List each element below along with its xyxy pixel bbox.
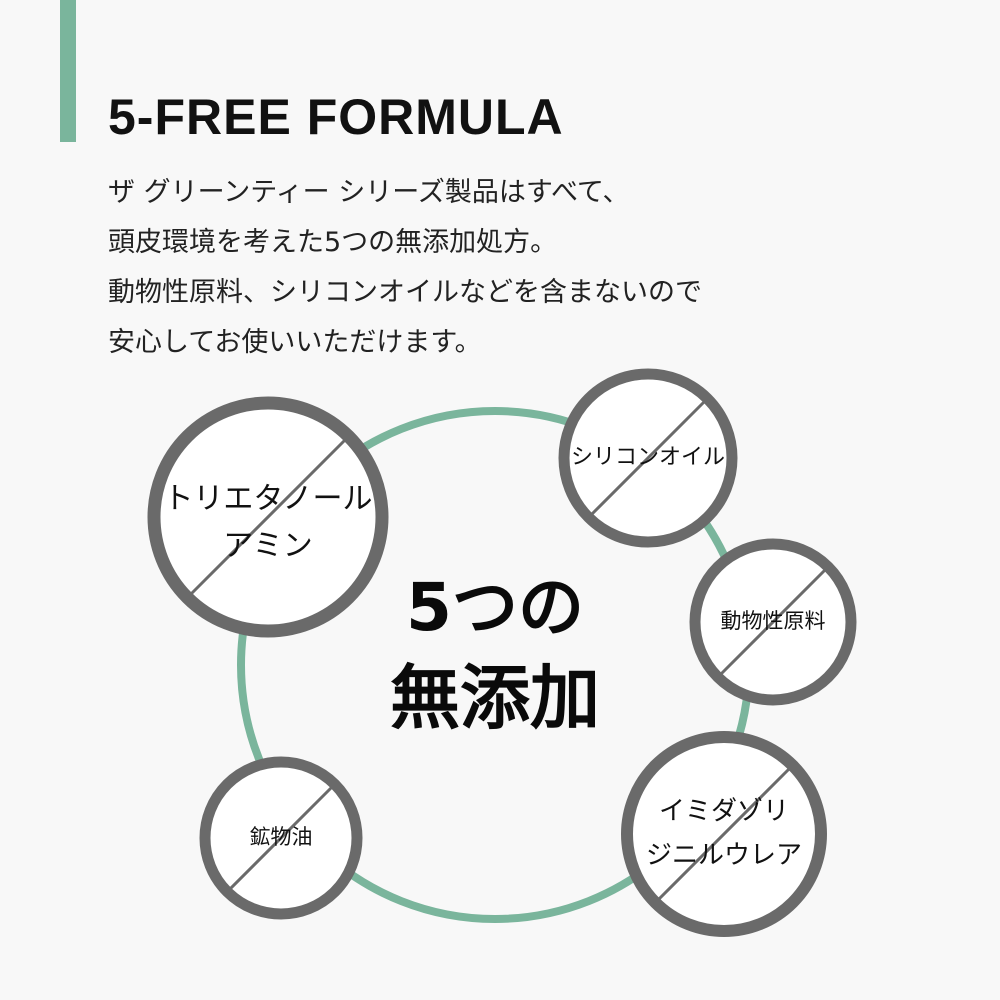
description-line: 頭皮環境を考えた5つの無添加処方。 [108, 227, 558, 258]
badge-label-line-2: アミン [223, 529, 312, 564]
accent-bar [60, 0, 76, 142]
badge-silicone-oil: シリコンオイル [558, 368, 738, 548]
page-title: 5-FREE FORMULA [108, 89, 564, 145]
badge-label-line-1: 動物性原料 [721, 609, 826, 633]
center-title-line-1: 5つの [406, 569, 584, 646]
badge-label-line-1: イミダゾリ [659, 797, 789, 827]
description-line: 安心してお使いいただけます。 [108, 327, 482, 358]
badge-triethanolamine: トリエタノール アミン [147, 396, 389, 638]
badge-label-line-2: ジニルウレア [646, 841, 802, 871]
prohibited-strike-icon [716, 565, 830, 679]
prohibited-strike-icon [186, 435, 350, 599]
description-line: ザ グリーンティー シリーズ製品はすべて、 [108, 177, 630, 208]
description: ザ グリーンティー シリーズ製品はすべて、 頭皮環境を考えた5つの無添加処方。 … [108, 168, 702, 368]
badge-imidazolidinyl-urea: イミダゾリ ジニルウレア [621, 731, 827, 937]
badge-animal-ingredients: 動物性原料 [689, 538, 857, 706]
center-title-line-2: 無添加 [390, 657, 600, 739]
prohibited-strike-icon [654, 764, 794, 904]
prohibited-strike-icon [225, 782, 337, 894]
prohibited-strike-icon [587, 397, 709, 519]
badge-label-line-1: シリコンオイル [571, 445, 725, 470]
badge-label-line-1: トリエタノール [163, 482, 372, 517]
badge-label-line-1: 鉱物油 [250, 825, 313, 849]
badge-mineral-oil: 鉱物油 [199, 756, 363, 920]
description-line: 動物性原料、シリコンオイルなどを含まないので [108, 277, 702, 308]
